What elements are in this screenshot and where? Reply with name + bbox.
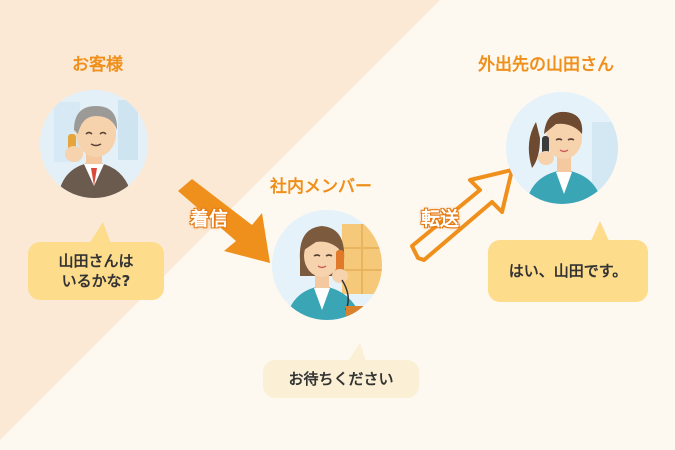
- remote-speech-bubble: はい、山田です。: [488, 240, 648, 302]
- customer-speech-bubble: 山田さんは いるかな?: [28, 242, 164, 300]
- incoming-label: 着信: [190, 208, 229, 230]
- member-speech-bubble: お待ちください: [263, 360, 419, 398]
- customer-avatar: [40, 90, 148, 198]
- customer-title: お客様: [72, 55, 123, 75]
- remote-avatar: [506, 92, 618, 204]
- member-bubble-tail: [348, 343, 366, 361]
- member-speech-text: お待ちください: [288, 369, 394, 388]
- customer-bubble-tail: [89, 222, 111, 244]
- remote-speech-text: はい、山田です。: [508, 261, 628, 280]
- member-avatar: [272, 210, 382, 320]
- remote-bubble-tail: [590, 221, 610, 243]
- member-title: 社内メンバー: [270, 177, 372, 197]
- transfer-label: 転送: [421, 208, 460, 230]
- remote-title: 外出先の山田さん: [478, 55, 614, 75]
- customer-speech-text: 山田さんは いるかな?: [58, 251, 134, 290]
- incoming-arrow: [178, 179, 270, 263]
